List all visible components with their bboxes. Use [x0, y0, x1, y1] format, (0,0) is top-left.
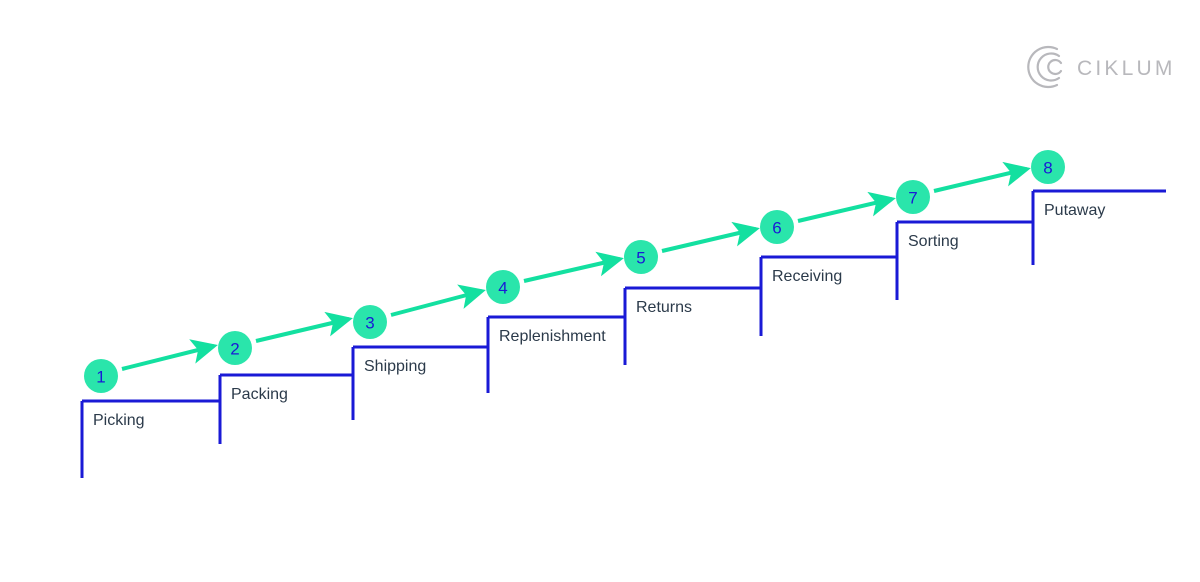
- badge-circle: [218, 331, 252, 365]
- step-badge-8[interactable]: 8: [1031, 150, 1065, 184]
- step-badge-4[interactable]: 4: [486, 270, 520, 304]
- step-labels: Picking Packing Shipping Replenishment Retur…: [93, 202, 1105, 429]
- staircase-steps: [80, 189, 1166, 478]
- ciklum-c-mark-icon: [1027, 45, 1063, 89]
- badge-number: 2: [230, 340, 239, 359]
- badge-number: 3: [365, 314, 374, 333]
- step-4-replenishment[interactable]: [486, 315, 625, 393]
- badge-number: 4: [498, 279, 507, 298]
- step-badge-7[interactable]: 7: [896, 180, 930, 214]
- step-8-putaway[interactable]: [1031, 189, 1166, 265]
- brand-wordmark: CIKLUM: [1077, 57, 1176, 80]
- badge-circle: [353, 305, 387, 339]
- arrow-1-to-2: [121, 339, 218, 371]
- badge-number: 8: [1043, 159, 1052, 178]
- badge-circle: [486, 270, 520, 304]
- step-badge-1[interactable]: 1: [84, 359, 118, 393]
- badge-number: 7: [908, 189, 917, 208]
- badge-circle: [624, 240, 658, 274]
- step-badge-6[interactable]: 6: [760, 210, 794, 244]
- brand-logo: CIKLUM: [1027, 45, 1176, 89]
- badge-number: 1: [96, 368, 105, 387]
- step-label-sorting: Sorting: [908, 233, 959, 250]
- step-label-picking: Picking: [93, 412, 145, 429]
- step-5-returns[interactable]: [623, 286, 761, 365]
- step-7-sorting[interactable]: [895, 220, 1033, 300]
- arrow-7-to-8: [933, 161, 1031, 193]
- badge-number: 5: [636, 249, 645, 268]
- step-label-replenishment: Replenishment: [499, 328, 606, 345]
- step-1-picking[interactable]: [80, 399, 220, 478]
- step-badge-5[interactable]: 5: [624, 240, 658, 274]
- step-label-returns: Returns: [636, 299, 692, 316]
- arrow-3-to-4: [390, 284, 486, 317]
- badge-circle: [760, 210, 794, 244]
- badge-circle: [84, 359, 118, 393]
- arrow-5-to-6: [661, 221, 760, 253]
- step-label-shipping: Shipping: [364, 358, 426, 375]
- badge-number: 6: [772, 219, 781, 238]
- step-number-badges: 1 2 3 4 5 6 7 8: [84, 150, 1065, 393]
- step-badge-3[interactable]: 3: [353, 305, 387, 339]
- step-badge-2[interactable]: 2: [218, 331, 252, 365]
- arrow-2-to-3: [255, 311, 353, 343]
- step-6-receiving[interactable]: [759, 255, 897, 336]
- badge-circle: [1031, 150, 1065, 184]
- step-label-receiving: Receiving: [772, 268, 842, 285]
- step-3-shipping[interactable]: [351, 345, 488, 420]
- badge-circle: [896, 180, 930, 214]
- step-label-putaway: Putaway: [1044, 202, 1105, 219]
- step-label-packing: Packing: [231, 386, 288, 403]
- arrow-4-to-5: [523, 251, 624, 283]
- arrow-6-to-7: [797, 191, 896, 223]
- flow-arrows: [121, 161, 1031, 371]
- step-2-packing[interactable]: [218, 373, 353, 444]
